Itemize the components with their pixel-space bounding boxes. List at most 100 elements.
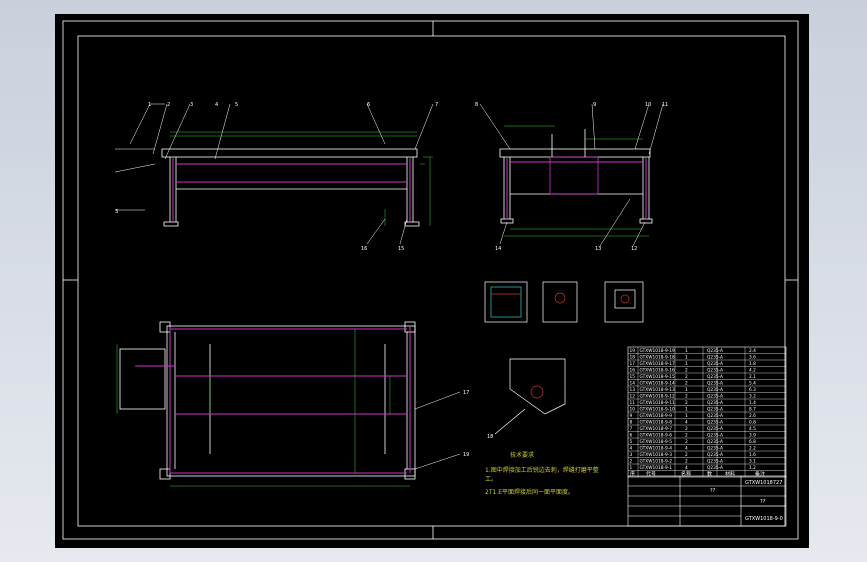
svg-text:12: 12 <box>631 246 637 252</box>
parts-list-cell: 4 <box>685 465 688 471</box>
parts-list-cell: Q235-A <box>707 452 723 458</box>
notes-line-2: 2T1.E平面焊接后同一面平面度。 <box>485 488 574 496</box>
parts-list-cell: 6.3 <box>749 387 756 393</box>
detail-callout-18: 18 <box>487 434 493 440</box>
svg-text:11: 11 <box>662 102 668 108</box>
side-elevation-view <box>499 129 653 224</box>
parts-list-cell: GTXW1018-9-2 <box>640 459 673 465</box>
parts-list-header-cell: 备注 <box>755 471 765 478</box>
parts-list-cell: 2 <box>685 452 688 458</box>
parts-list-cell: Q235-A <box>707 426 723 432</box>
parts-list-cell: 10 <box>630 407 636 413</box>
parts-list-cell: 2 <box>685 426 688 432</box>
parts-list-cell: 19 <box>630 348 636 354</box>
parts-list-cell: GTXW1018-9-3 <box>640 452 673 458</box>
parts-list-cell: 2 <box>685 381 688 387</box>
parts-list-cell: 4 <box>630 446 633 452</box>
title-block <box>627 475 787 527</box>
parts-list-cell: 1.4 <box>749 400 756 406</box>
parts-list-cell: 0.8 <box>749 420 756 426</box>
svg-text:14: 14 <box>495 246 501 252</box>
svg-text:5: 5 <box>235 102 238 108</box>
drawing-name-bottom: ?? <box>760 499 766 505</box>
front-view-magenta-members <box>172 157 411 222</box>
svg-text:8: 8 <box>475 102 478 108</box>
svg-text:3: 3 <box>190 102 193 108</box>
parts-list-cell: GTXW1018-9-16 <box>640 368 675 374</box>
parts-list-cell: 6.8 <box>749 439 756 445</box>
svg-text:4: 4 <box>215 102 218 108</box>
parts-list-cell: 3.2 <box>749 394 756 400</box>
parts-list-cell: 1.2 <box>749 465 756 471</box>
inner-drawing-frame <box>77 35 786 527</box>
parts-list-cell: Q235-A <box>707 446 723 452</box>
svg-text:17: 17 <box>463 390 469 396</box>
parts-list-cell: 1 <box>685 387 688 393</box>
parts-list-cell: GTXW1018-9-12 <box>640 394 675 400</box>
parts-list-cell: 12 <box>630 394 636 400</box>
parts-list-cell: 9 <box>630 413 633 419</box>
outer-sheet-border <box>62 20 799 540</box>
parts-list-cell: 2 <box>685 400 688 406</box>
parts-list-cell: 1 <box>685 355 688 361</box>
parts-list-cell: Q235-A <box>707 465 723 471</box>
parts-list-cell: 14 <box>630 381 636 387</box>
parts-list-cell: 4 <box>685 446 688 452</box>
parts-list-cell: 2.4 <box>749 348 756 354</box>
parts-list-header-cell: 名称 <box>681 471 691 478</box>
detail-view-18 <box>494 358 566 435</box>
front-view-dimension-lines <box>384 156 433 226</box>
parts-list-cell: 2 <box>685 394 688 400</box>
parts-list-cell: 5.4 <box>749 381 756 387</box>
parts-list-cell: 2 <box>685 374 688 380</box>
parts-list-cell: Q235-A <box>707 407 723 413</box>
parts-list-cell: 3 <box>630 452 633 458</box>
parts-list-cell: GTXW1018-9-13 <box>640 387 675 393</box>
svg-text:16: 16 <box>361 246 367 252</box>
front-view-leaders <box>114 103 434 245</box>
parts-list-cell: 8 <box>630 420 633 426</box>
parts-list-cell: GTXW1018-9-19 <box>640 348 675 354</box>
parts-list-cell: 2.2 <box>749 446 756 452</box>
svg-text:19: 19 <box>463 452 469 458</box>
drawing-number: GTXW1018-9-0 <box>745 516 783 522</box>
parts-list-cell: 15 <box>630 374 636 380</box>
parts-list-cell: 1 <box>685 413 688 419</box>
parts-list-cell: Q235-A <box>707 355 723 361</box>
technical-notes: 技术要求 1.图中焊接加工后锐边去刺，焊缝打磨平整 工。 2T1.E平面焊接后同… <box>485 451 599 496</box>
parts-list-cell: Q235-A <box>707 381 723 387</box>
parts-list-cell: 11 <box>630 400 636 406</box>
svg-text:15: 15 <box>398 246 404 252</box>
plan-view-callout-labels: 17 19 <box>463 390 469 458</box>
parts-list-cell: 6 <box>630 433 633 439</box>
cad-drawing-viewport[interactable]: 1 2 3 4 5 6 7 15 16 3 <box>55 14 809 548</box>
parts-list-cell: 1 <box>685 348 688 354</box>
parts-list-cell: 2 <box>685 459 688 465</box>
section-details <box>484 281 644 323</box>
svg-text:10: 10 <box>645 102 651 108</box>
svg-text:2: 2 <box>167 102 170 108</box>
parts-list-cell: 2.6 <box>749 413 756 419</box>
parts-list-header-cell: 材料 <box>725 471 735 478</box>
cad-drawing: 1 2 3 4 5 6 7 15 16 3 <box>62 20 799 540</box>
plan-view <box>119 321 416 480</box>
parts-list-cell: 2 <box>630 459 633 465</box>
parts-list-cell: GTXW1018-9-11 <box>640 400 675 406</box>
parts-list-cell: 2 <box>685 368 688 374</box>
parts-list-cell: Q235-A <box>707 459 723 465</box>
plan-view-dimension-lines <box>116 329 410 487</box>
front-elevation-view <box>161 131 420 227</box>
notes-line-1: 1.图中焊接加工后锐边去刺，焊缝打磨平整 <box>485 466 599 474</box>
parts-list-cell: Q235-A <box>707 433 723 439</box>
parts-list-cell: GTXW1018-9-7 <box>640 426 673 432</box>
parts-list-cell: Q235-A <box>707 361 723 367</box>
side-view-magenta-members <box>506 157 647 219</box>
parts-list-header-cell: 数 <box>707 471 712 478</box>
parts-list-cell: Q235-A <box>707 420 723 426</box>
parts-list-cell: Q235-A <box>707 368 723 374</box>
notes-line-1b: 工。 <box>485 476 497 483</box>
parts-list-cell: 3.1 <box>749 459 756 465</box>
parts-list-cell: GTXW1018-9-8 <box>640 420 673 426</box>
notes-title: 技术要求 <box>510 451 534 459</box>
